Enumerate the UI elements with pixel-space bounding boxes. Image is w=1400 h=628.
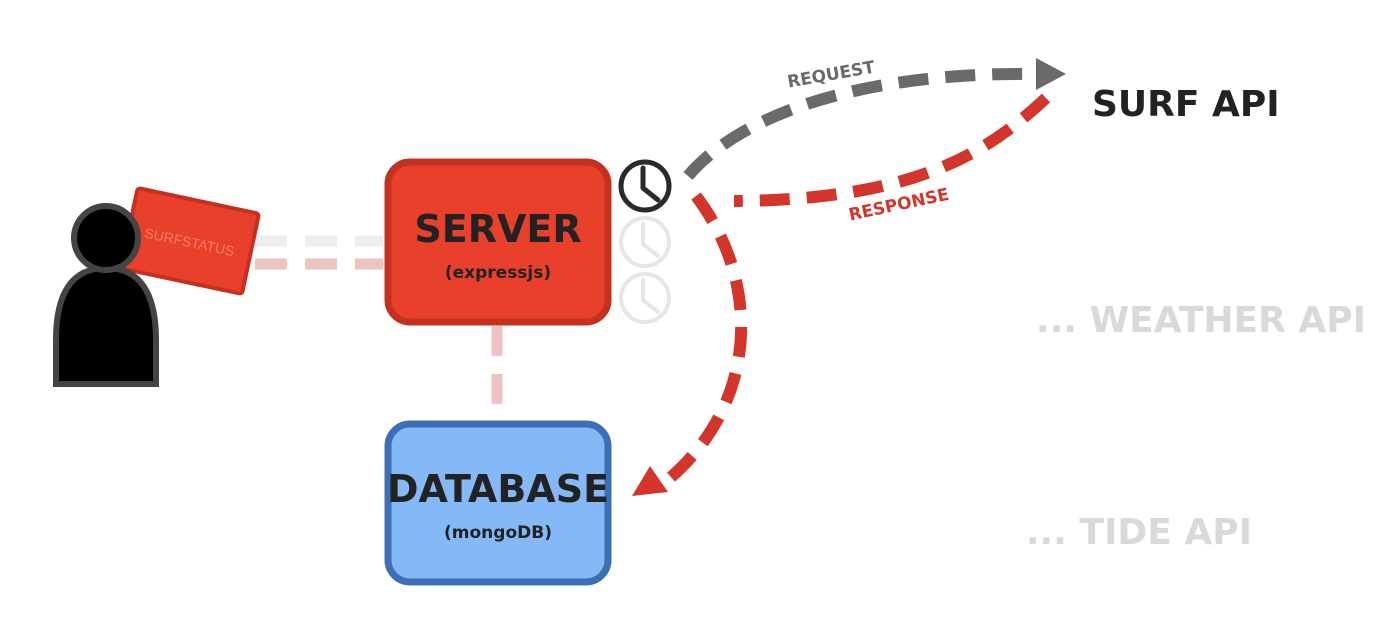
clock-icon: [618, 159, 672, 213]
clock-icon: [619, 216, 671, 268]
server-subtitle: (expressjs): [445, 263, 551, 283]
user-screen: SURFSTATUS: [119, 186, 261, 296]
surf-api-label: SURF API: [1092, 84, 1280, 125]
person-icon: [53, 203, 159, 387]
tide-api-label: ... TIDE API: [1026, 512, 1252, 553]
server-title: SERVER: [414, 207, 581, 251]
request-arrow: [683, 58, 1066, 180]
database-box: DATABASE (mongoDB): [384, 420, 612, 586]
database-title: DATABASE: [387, 467, 609, 511]
clock-icon: [619, 272, 671, 324]
server-box: SERVER (expressjs): [384, 158, 612, 326]
weather-api-label: ... WEATHER API: [1036, 300, 1366, 341]
database-subtitle: (mongoDB): [444, 523, 552, 543]
store-arrow: [632, 192, 748, 496]
